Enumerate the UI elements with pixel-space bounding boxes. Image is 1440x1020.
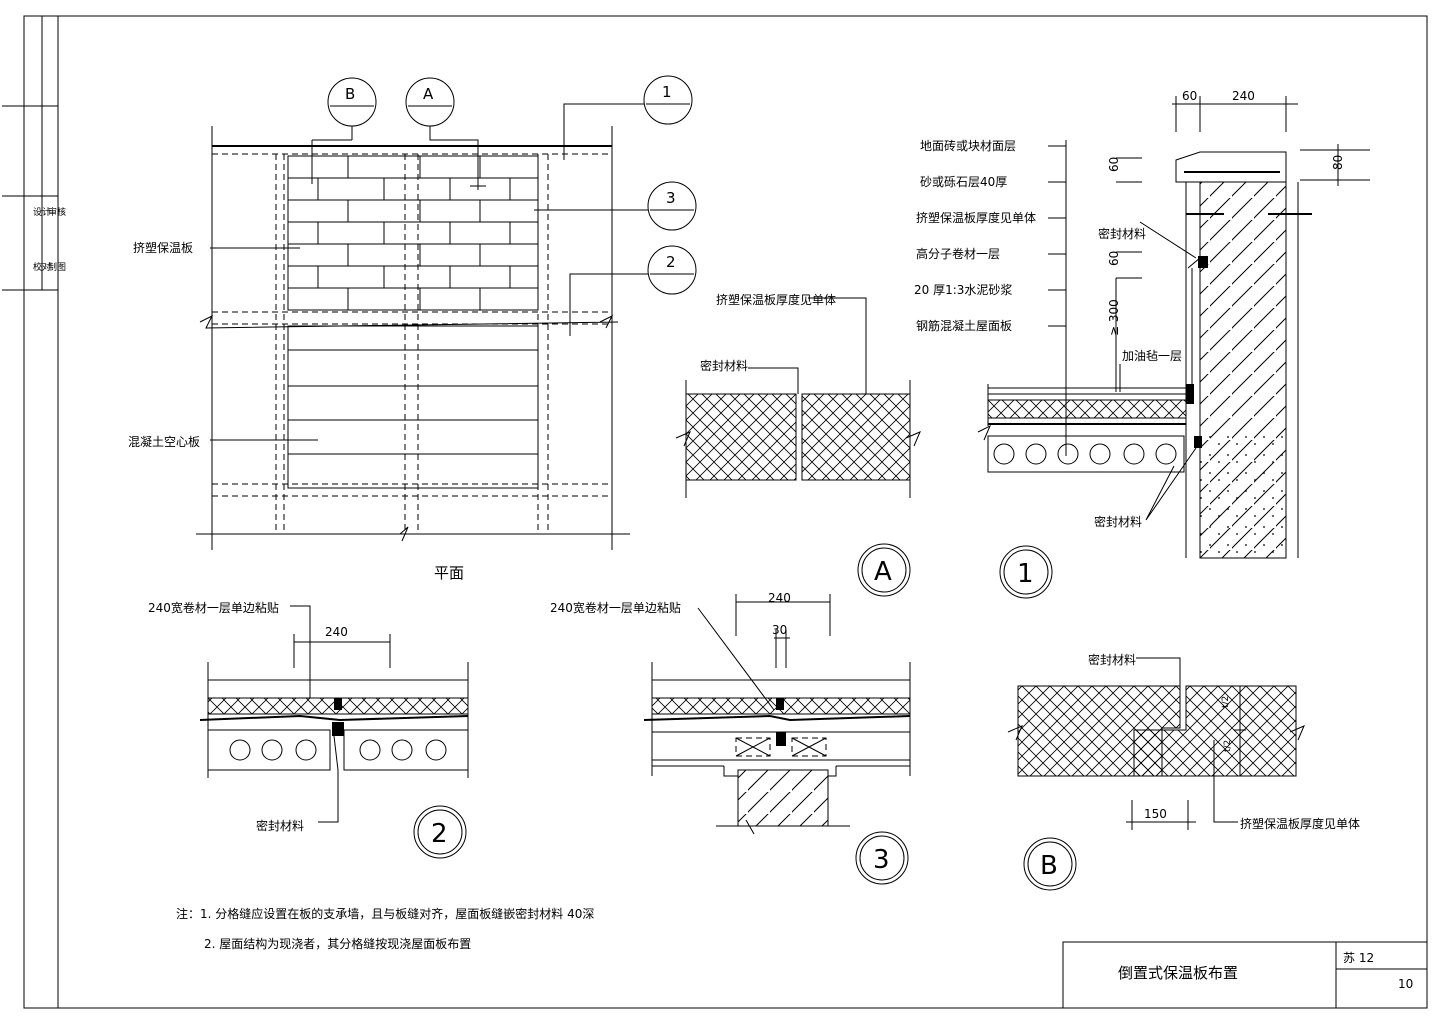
3-dim-240: 240 [768,591,791,605]
layer-3: 挤塑保温板厚度见单体 [916,210,1036,225]
detail-2-caption: 2 [431,819,448,849]
note-line-1: 注：1. 分格缝应设置在板的支承墙，且与板缝对齐，屋面板缝嵌密封材料 40深 [176,906,594,921]
bubble-A-ref[interactable]: A [405,77,486,190]
detail-A: 密封材料 挤塑保温板厚度见单体 A [675,292,921,597]
bubble-2-ref[interactable]: 2 [569,245,697,336]
1-label-sealant-top: 密封材料 [1098,226,1146,241]
A-label-sealant: 密封材料 [700,358,748,373]
B-label-board: 挤塑保温板厚度见单体 [1240,816,1360,831]
bubble-A-label: A [423,85,434,103]
1-label-sealant-bottom: 密封材料 [1094,514,1142,529]
note-line-2: 2. 屋面结构为现浇者，其分格缝按现浇屋面板布置 [204,936,471,951]
detail-3: 240宽卷材一层单边粘贴 240 30 3 [550,591,911,885]
title-block: 倒置式保温板布置 苏 12 10 [1062,941,1428,1009]
2-dim-240: 240 [325,625,348,639]
atlas-code: 苏 12 [1343,951,1374,965]
margin-block: 设计 审核 校对 制图 [2,16,66,291]
B-label-sealant: 密封材料 [1088,652,1136,667]
bubble-3-ref[interactable]: 3 [534,181,697,231]
dim-60-b: 60 [1107,157,1121,172]
brick-pattern [288,156,538,310]
bubble-B-ref[interactable]: B [311,77,377,184]
B-dim-150: 150 [1144,807,1167,821]
drawing-title: 倒置式保温板布置 [1118,964,1238,982]
bubble-1-ref[interactable]: 1 [563,75,693,160]
detail-3-caption: 3 [873,845,890,875]
3-label-membrane: 240宽卷材一层单边粘贴 [550,600,681,615]
margin-r2b: 制图 [48,261,66,273]
dim-80: 80 [1331,155,1345,170]
layer-4: 高分子卷材一层 [916,246,1000,261]
detail-B: 密封材料 t/2 t/2 150 挤塑保温板厚度见单体 B [1007,652,1360,891]
margin-r2a: 校对 [33,261,51,273]
inner-frame [57,15,1428,1009]
bubble-2-label: 2 [666,253,676,271]
dim-60-c: 60 [1107,251,1121,266]
detail-1: 地面砖或块材面层 砂或砾石层40厚 挤塑保温板厚度见单体 高分子卷材一层 20 … [914,89,1370,599]
detail-A-caption: A [874,557,892,587]
2-label-membrane: 240宽卷材一层单边粘贴 [148,600,279,615]
dim-240: 240 [1232,89,1255,103]
plan-view: 挤塑保温板 混凝土空心板 平面 B A 1 3 [128,75,697,582]
bubble-1-label: 1 [662,83,672,101]
bubble-B-label: B [345,85,355,103]
layer-1: 地面砖或块材面层 [920,138,1016,153]
detail-2: 240宽卷材一层单边粘贴 240 密封材料 2 [148,600,469,859]
dim-top: 60 240 [1172,89,1298,132]
detail-B-caption: B [1040,851,1058,881]
layer-5: 20 厚1:3水泥砂浆 [914,282,1012,297]
1-label-felt: 加油毡一层 [1122,349,1182,363]
layer-2: 砂或砾石层40厚 [920,175,1007,189]
B-dim-half-b: t/2 [1223,740,1233,752]
margin-r1a: 设计 [33,206,51,218]
layer-6: 钢筋混凝土屋面板 [916,318,1012,333]
label-hollow-slab: 混凝土空心板 [128,434,200,449]
label-insulation-board: 挤塑保温板 [133,240,193,255]
B-dim-half-a: t/2 [1221,696,1231,708]
bubble-3-label: 3 [666,189,676,207]
A-label-board: 挤塑保温板厚度见单体 [716,292,836,307]
page-number: 10 [1398,977,1413,991]
detail-1-caption: 1 [1017,559,1034,589]
dim-300: ≥ 300 [1107,299,1121,336]
plan-caption: 平面 [434,564,464,582]
notes: 注：1. 分格缝应设置在板的支承墙，且与板缝对齐，屋面板缝嵌密封材料 40深 2… [176,906,594,951]
dim-60-top: 60 [1182,89,1197,103]
margin-r1b: 审核 [48,206,66,218]
2-label-sealant: 密封材料 [256,818,304,833]
3-dim-30: 30 [772,623,787,637]
